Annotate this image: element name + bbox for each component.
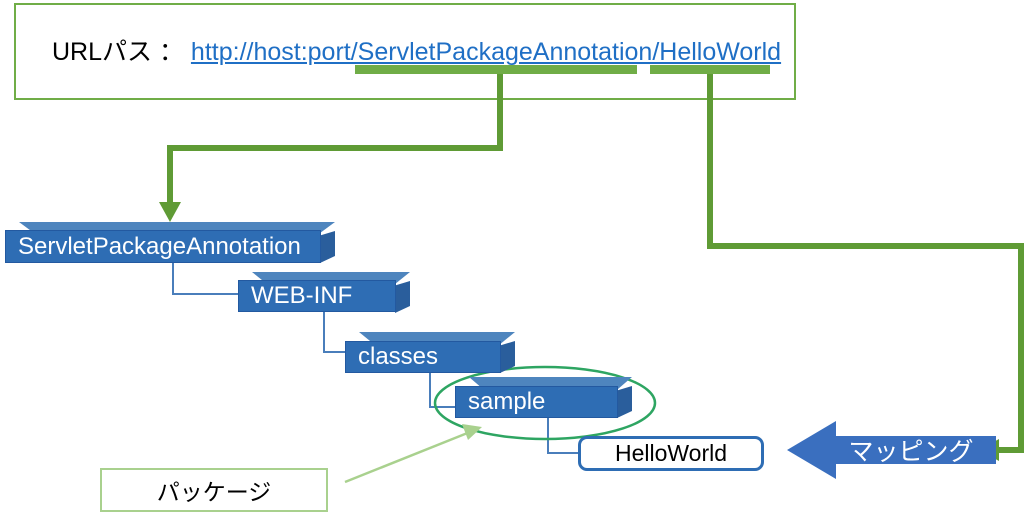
context-path-flow-line (167, 74, 503, 206)
package-legend-pointer-line (344, 430, 471, 484)
url-path-link[interactable]: http://host:port/ServletPackageAnnotatio… (190, 38, 782, 66)
folder-side-face (617, 386, 632, 418)
servlet-class-helloworld[interactable]: HelloWorld (578, 436, 764, 471)
folder-side-face (320, 231, 335, 263)
folder-front-face: WEB-INF (238, 280, 396, 312)
url-path-panel: URLパス ： http://host:port/ServletPackageA… (14, 3, 796, 100)
mapping-arrow-shape (787, 421, 996, 479)
package-legend-box: パッケージ (100, 468, 328, 512)
folder-front-face: ServletPackageAnnotation (5, 230, 321, 263)
servlet-mapping-flow-line (707, 74, 1024, 453)
servlet-mapping-highlight-bar (650, 65, 770, 74)
context-path-flow-arrowhead (159, 202, 181, 222)
folder-web-inf[interactable]: WEB-INF (238, 272, 413, 313)
connector-webinf-to-classes (323, 311, 350, 353)
url-path-label: URLパス ： (52, 38, 184, 66)
folder-label: sample (468, 388, 546, 415)
folder-servletpackageannotation[interactable]: ServletPackageAnnotation (5, 222, 338, 263)
connector-classes-to-sample (429, 372, 460, 408)
folder-label: WEB-INF (251, 282, 353, 309)
connector-sample-to-helloworld (547, 418, 578, 454)
url-path-text: URLパス ： http://host:port/ServletPackageA… (52, 37, 781, 67)
folder-front-face: sample (455, 386, 618, 418)
package-ellipse-highlight (433, 365, 657, 441)
folder-side-face (500, 341, 515, 373)
connector-root-to-webinf (172, 262, 243, 295)
folder-front-face: classes (345, 341, 501, 373)
folder-classes[interactable]: classes (345, 332, 517, 373)
context-path-highlight-bar (355, 65, 637, 74)
package-legend-pointer-arrowhead (462, 424, 482, 440)
folder-label: ServletPackageAnnotation (18, 232, 301, 260)
folder-sample[interactable]: sample (455, 377, 635, 418)
servlet-class-label: HelloWorld (614, 440, 728, 466)
folder-label: classes (358, 343, 439, 370)
folder-side-face (395, 281, 410, 313)
package-legend-label: パッケージ (156, 479, 272, 505)
